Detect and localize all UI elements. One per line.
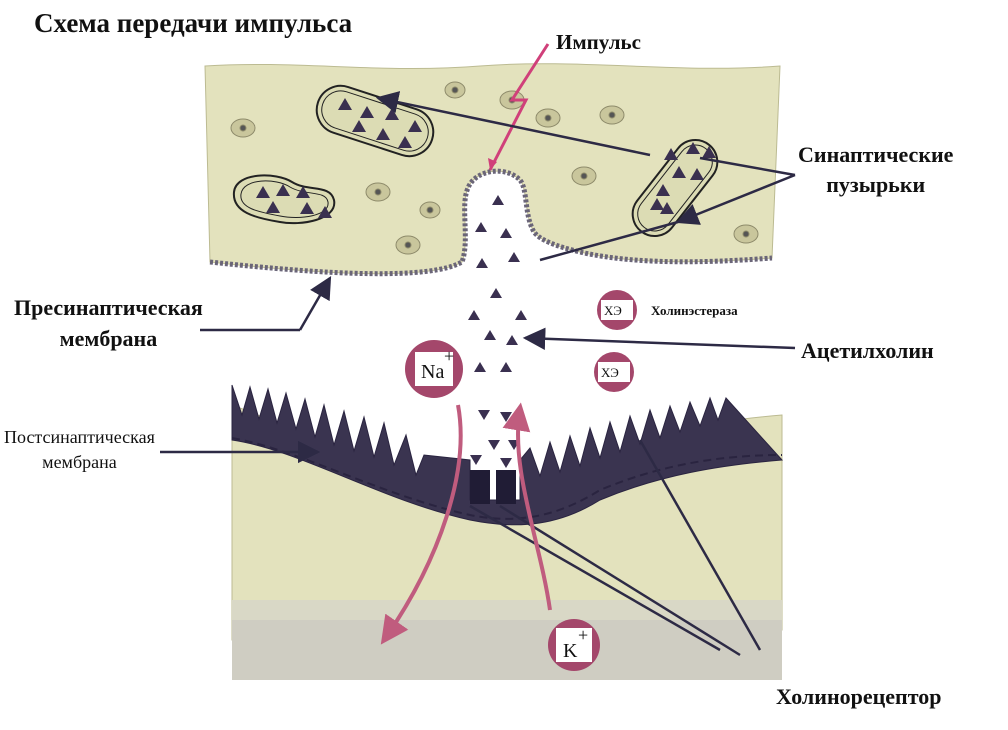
page-title: Схема передачи импульса [34,8,353,38]
postsynaptic-membrane-label: Постсинаптическая мембрана [4,425,155,475]
acetylcholine-molecules [468,195,527,468]
cholinesterase-label-1: ХЭ [604,303,622,318]
acetylcholine-label: Ацетилхолин [801,338,934,363]
impulse-label: Импульс [556,30,641,54]
presynaptic-membrane-label: Пресинаптическая мембрана [14,292,203,354]
cell-organelles [230,81,759,255]
synaptic-vesicles-line-2: пузырьки [826,172,926,197]
postsynaptic-membrane [231,384,784,526]
cholinesterase-label: Холинэстераза [651,303,738,318]
sodium-arrow [380,404,463,645]
presynaptic-line-2: мембрана [59,326,158,351]
potassium-ion-label: K [563,640,578,662]
potassium-arrow [502,402,552,611]
potassium-ion-plus: + [578,625,588,645]
cholinoreceptor-block-2 [496,470,516,504]
postsynaptic-line-1: Постсинаптическая [4,427,155,447]
presynaptic-membrane [209,168,773,277]
cholinesterase-label-2: ХЭ [601,365,619,380]
synaptic-vesicles-label: Синаптические пузырьки [798,140,953,200]
impulse-arrow [488,43,550,171]
postsynaptic-line-2: мембрана [42,452,117,472]
cholinoreceptor-label: Холинорецептор [776,684,942,709]
presynaptic-line-1: Пресинаптическая [14,295,203,320]
pointer-lines [160,91,796,657]
postsynaptic-shadow [232,620,782,680]
sodium-ion-plus: + [444,346,454,366]
cholinoreceptor-block-1 [470,470,490,504]
sodium-ion-label: Na [421,361,444,383]
vesicle-acetylcholine [256,98,716,218]
synaptic-vesicles-line-1: Синаптические [798,142,954,167]
